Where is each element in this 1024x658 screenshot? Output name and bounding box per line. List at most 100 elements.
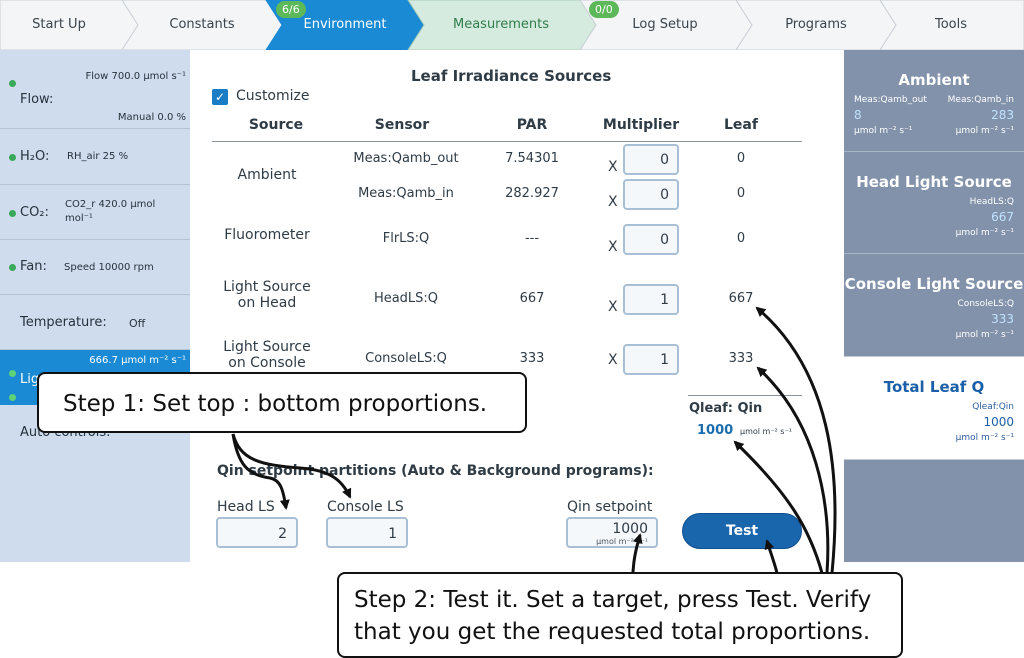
sidebar-item-flow[interactable]: Flow: Flow 700.0 µmol s⁻¹ Manual 0.0 % <box>0 50 190 129</box>
summary-total-unit: µmol m⁻² s⁻¹ <box>955 433 1014 443</box>
row-sensor: Meas:Qamb_out <box>353 151 459 166</box>
tab-tools[interactable] <box>879 0 1024 50</box>
row-sensor: HeadLS:Q <box>373 291 439 306</box>
tab-programs[interactable] <box>735 0 897 50</box>
irradiance-summary-panel: Ambient Meas:Qamb_out 8 µmol m⁻² s⁻¹ Mea… <box>844 50 1024 562</box>
tab-programs-label: Programs <box>785 17 847 32</box>
summary-console-unit: µmol m⁻² s⁻¹ <box>955 330 1014 340</box>
col-header-multiplier: Multiplier <box>602 117 680 133</box>
nav-chevrons <box>0 0 1024 50</box>
h2o-value: RH_air 25 % <box>67 151 129 162</box>
tab-tools-label: Tools <box>934 17 968 32</box>
multiplier-input[interactable]: 0 <box>623 224 679 255</box>
times-symbol: X <box>608 299 618 315</box>
environment-count-badge: 6/6 <box>276 1 306 18</box>
times-symbol: X <box>608 159 618 175</box>
status-dot <box>9 210 16 217</box>
summary-total: Total Leaf Q Qleaf:Qin 1000 µmol m⁻² s⁻¹ <box>844 356 1024 460</box>
step1-callout: Step 1: Set top : bottom proportions. <box>37 372 527 433</box>
head-ls-label: Head LS <box>217 499 275 515</box>
summary-ambient-out-value: 8 <box>854 108 862 122</box>
source-console-line2: on Console <box>228 355 306 371</box>
summary-ambient-in-name: Meas:Qamb_in <box>947 95 1014 105</box>
qin-setpoint-label: Qin setpoint <box>567 499 653 515</box>
console-ls-input[interactable]: 1 <box>326 517 408 548</box>
row-par: 333 <box>519 351 545 366</box>
summary-ambient-in-value: 283 <box>991 108 1014 122</box>
col-header-par: PAR <box>516 117 548 133</box>
page-title: Leaf Irradiance Sources <box>411 67 612 85</box>
row-sensor: Meas:Qamb_in <box>358 186 454 201</box>
summary-head-value: 667 <box>991 210 1014 224</box>
row-leaf: 0 <box>736 151 746 166</box>
customize-label: Customize <box>236 88 310 104</box>
source-head-line2: on Head <box>237 295 297 311</box>
times-symbol: X <box>608 194 618 210</box>
customize-checkbox[interactable]: ✓ <box>212 89 228 105</box>
status-dot <box>9 154 16 161</box>
row-leaf: 667 <box>728 291 754 306</box>
sidebar-item-temperature[interactable]: Temperature: Off <box>0 295 190 350</box>
times-symbol: X <box>608 352 618 368</box>
flow-mode-value: Manual 0.0 % <box>117 112 186 123</box>
multiplier-input[interactable]: 0 <box>623 179 679 210</box>
console-ls-label: Console LS <box>327 499 404 515</box>
tab-measurements-label: Measurements <box>452 17 550 32</box>
control-sidebar: Flow: Flow 700.0 µmol s⁻¹ Manual 0.0 % H… <box>0 50 190 562</box>
summary-head-title: Head Light Source <box>856 173 1012 191</box>
tab-start-up-label: Start Up <box>32 17 86 32</box>
summary-ambient-in-unit: µmol m⁻² s⁻¹ <box>955 126 1014 136</box>
row-leaf: 0 <box>736 186 746 201</box>
status-dot <box>9 80 16 87</box>
sidebar-item-h2o[interactable]: H₂O: RH_air 25 % <box>0 129 190 185</box>
tab-environment[interactable] <box>265 0 425 50</box>
row-leaf: 0 <box>736 231 746 246</box>
row-par: --- <box>524 231 540 246</box>
step2-line2: that you get the requested total proport… <box>354 619 871 645</box>
status-dot <box>9 394 16 401</box>
col-header-source: Source <box>248 117 304 133</box>
sidebar-item-co2[interactable]: CO₂: CO2_r 420.0 µmol mol⁻¹ <box>0 185 190 240</box>
co2-label: CO₂: <box>20 205 49 220</box>
flow-label: Flow: <box>20 92 54 107</box>
qleaf-unit: µmol m⁻² s⁻¹ <box>740 427 792 436</box>
flow-value: Flow 700.0 µmol s⁻¹ <box>85 71 187 82</box>
tab-measurements[interactable] <box>407 0 597 50</box>
source-ambient: Ambient <box>237 167 297 183</box>
summary-ambient-out-unit: µmol m⁻² s⁻¹ <box>854 126 913 136</box>
multiplier-input[interactable]: 1 <box>623 284 679 315</box>
multiplier-input[interactable]: 1 <box>623 344 679 375</box>
tab-log-setup[interactable] <box>579 0 753 50</box>
step2-line1: Step 2: Test it. Set a target, press Tes… <box>354 587 872 613</box>
leaf-irradiance-panel: Leaf Irradiance Sources ✓ Customize Sour… <box>190 50 844 562</box>
header-divider <box>212 141 802 142</box>
col-header-leaf: Leaf <box>724 117 758 133</box>
test-button[interactable]: Test <box>682 513 802 549</box>
workflow-nav: Start Up Constants Environment 6/6 Measu… <box>0 0 1024 50</box>
row-sensor: ConsoleLS:Q <box>365 351 447 366</box>
summary-head: Head Light Source HeadLS:Q 667 µmol m⁻² … <box>844 152 1024 252</box>
times-symbol: X <box>608 239 618 255</box>
log-setup-count-badge: 0/0 <box>589 1 619 18</box>
tab-constants-label: Constants <box>169 17 235 32</box>
status-dot <box>9 264 16 271</box>
summary-console: Console Light Source ConsoleLS:Q 333 µmo… <box>844 254 1024 354</box>
row-sensor: FlrLS:Q <box>382 231 430 246</box>
row-par: 7.54301 <box>505 151 559 166</box>
summary-console-name: ConsoleLS:Q <box>957 299 1014 309</box>
step2-callout: Step 2: Test it. Set a target, press Tes… <box>337 572 903 658</box>
temperature-label: Temperature: <box>20 315 107 330</box>
tab-constants[interactable] <box>121 0 283 50</box>
co2-unit: mol⁻¹ <box>65 213 93 224</box>
qin-setpoint-input[interactable]: 1000 µmol m⁻² s⁻¹ <box>566 517 658 548</box>
source-head-line1: Light Source <box>223 279 311 295</box>
sidebar-item-fan[interactable]: Fan: Speed 10000 rpm <box>0 240 190 295</box>
head-ls-input[interactable]: 2 <box>216 517 298 548</box>
qin-setpoint-unit: µmol m⁻² s⁻¹ <box>596 537 648 546</box>
row-leaf: 333 <box>728 351 754 366</box>
qleaf-value: 1000 <box>697 423 734 438</box>
sum-divider <box>688 395 802 396</box>
summary-ambient-title: Ambient <box>898 71 970 89</box>
multiplier-input[interactable]: 0 <box>623 144 679 175</box>
